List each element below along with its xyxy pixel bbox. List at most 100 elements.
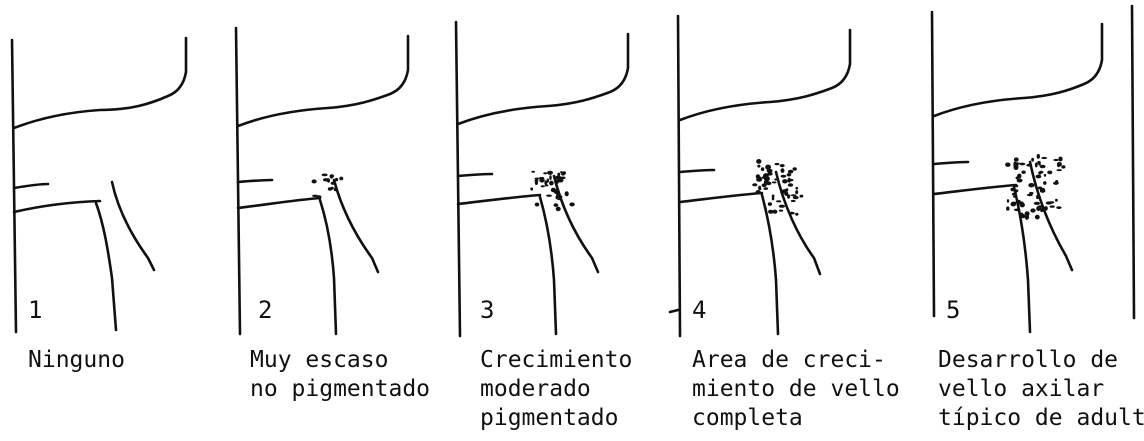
hair-mark — [755, 174, 761, 179]
hair-mark — [534, 202, 540, 207]
hair-mark — [1036, 206, 1041, 211]
hair-mark — [558, 195, 563, 199]
hair-mark — [755, 190, 761, 195]
hair-mark — [1036, 153, 1040, 159]
hair-mark — [1040, 208, 1044, 213]
hair-mark — [1035, 174, 1042, 179]
hair-mark — [787, 183, 794, 187]
hair-mark — [561, 172, 565, 176]
hair-mark — [788, 211, 795, 215]
hair-mark — [557, 198, 561, 201]
hair-mark — [1021, 170, 1026, 174]
stage-number-5: 5 — [946, 296, 961, 324]
hair-mark — [792, 195, 799, 200]
hair-mark — [555, 175, 562, 180]
hair-mark — [554, 179, 559, 185]
hair-mark — [339, 176, 344, 181]
hair-mark — [760, 167, 765, 172]
hair-mark — [555, 195, 559, 200]
hair-mark — [1053, 158, 1059, 162]
hair-mark — [1016, 178, 1023, 183]
hair-mark — [780, 168, 785, 173]
hair-mark — [1053, 181, 1059, 185]
stage-panel-4: 4 Area de creci- miento de vello complet… — [666, 0, 900, 441]
hair-mark — [757, 164, 761, 168]
hair-mark — [767, 172, 773, 176]
hair-mark — [1013, 184, 1019, 188]
hair-mark — [547, 170, 553, 175]
axilla-drawing-3 — [454, 20, 630, 338]
hair-mark — [1013, 157, 1019, 162]
stage-panel-5: 5 Desarrollo de vello axilar típico de a… — [894, 0, 1144, 441]
hair-mark — [560, 176, 566, 180]
hair-mark — [780, 174, 787, 178]
hair-mark — [776, 200, 782, 203]
hair-mark — [774, 162, 780, 166]
hair-mark — [764, 184, 767, 187]
axilla-drawing-2 — [234, 26, 410, 336]
hair-mark — [1043, 173, 1047, 177]
axilla-drawing-1 — [10, 36, 188, 334]
hair-mark — [330, 186, 334, 190]
hair-mark — [1019, 162, 1026, 166]
hair-mark — [544, 180, 548, 186]
hair-mark — [564, 191, 569, 197]
axilla-drawing-4 — [668, 14, 852, 338]
hair-mark — [1031, 157, 1034, 162]
hair-mark — [538, 176, 545, 180]
hair-mark — [546, 194, 552, 197]
hair-mark — [768, 209, 774, 214]
hair-mark — [543, 172, 548, 175]
hair-mark — [766, 168, 773, 173]
hair-mark — [327, 178, 330, 183]
caption-line: Desarrollo de — [938, 347, 1119, 373]
hair-mark — [795, 212, 799, 216]
hair-mark — [1058, 156, 1063, 162]
hair-mark — [540, 185, 545, 188]
hair-mark — [530, 187, 534, 191]
hair-mark — [758, 188, 762, 190]
hair-mark — [1029, 191, 1034, 195]
hair-mark — [557, 172, 561, 177]
hair-mark — [795, 190, 799, 195]
hair-mark — [1047, 170, 1053, 175]
hair-mark — [1049, 205, 1055, 208]
hair-mark — [549, 175, 552, 181]
hair-mark — [1019, 202, 1025, 208]
hair-mark — [553, 203, 559, 207]
hair-mark — [312, 194, 319, 197]
hair-mark — [1021, 213, 1025, 219]
hair-mark — [752, 183, 758, 187]
hair-mark — [1061, 165, 1066, 169]
hair-mark — [1017, 173, 1022, 179]
hair-mark — [779, 164, 785, 168]
hair-mark — [544, 184, 549, 187]
hair-mark — [787, 177, 791, 183]
caption-line: Ninguno — [28, 347, 125, 373]
hair-mark — [766, 181, 772, 186]
hair-mark — [767, 202, 772, 206]
hair-mark — [1011, 192, 1015, 196]
hair-mark — [335, 177, 339, 182]
caption-line: vello axilar — [938, 376, 1105, 402]
hair-mark — [756, 159, 762, 164]
hair-mark — [550, 187, 556, 193]
hair-mark — [790, 199, 796, 203]
hair-mark — [1013, 189, 1019, 193]
hair-mark — [799, 194, 804, 198]
caption-line: pigmentado — [480, 405, 619, 431]
hair-mark — [1039, 164, 1046, 169]
hair-mark — [785, 188, 789, 191]
hair-mark — [778, 209, 784, 212]
hair-mark — [1011, 201, 1017, 204]
hair-mark — [531, 170, 535, 173]
hair-mark — [782, 179, 788, 184]
hair-mark — [787, 169, 794, 174]
hair-mark — [1010, 187, 1015, 192]
hair-mark — [1055, 198, 1058, 202]
stage-number-4: 4 — [692, 296, 707, 324]
hair-mark — [1028, 183, 1035, 188]
hair-mark — [1043, 206, 1048, 211]
hair-mark — [1056, 162, 1062, 167]
